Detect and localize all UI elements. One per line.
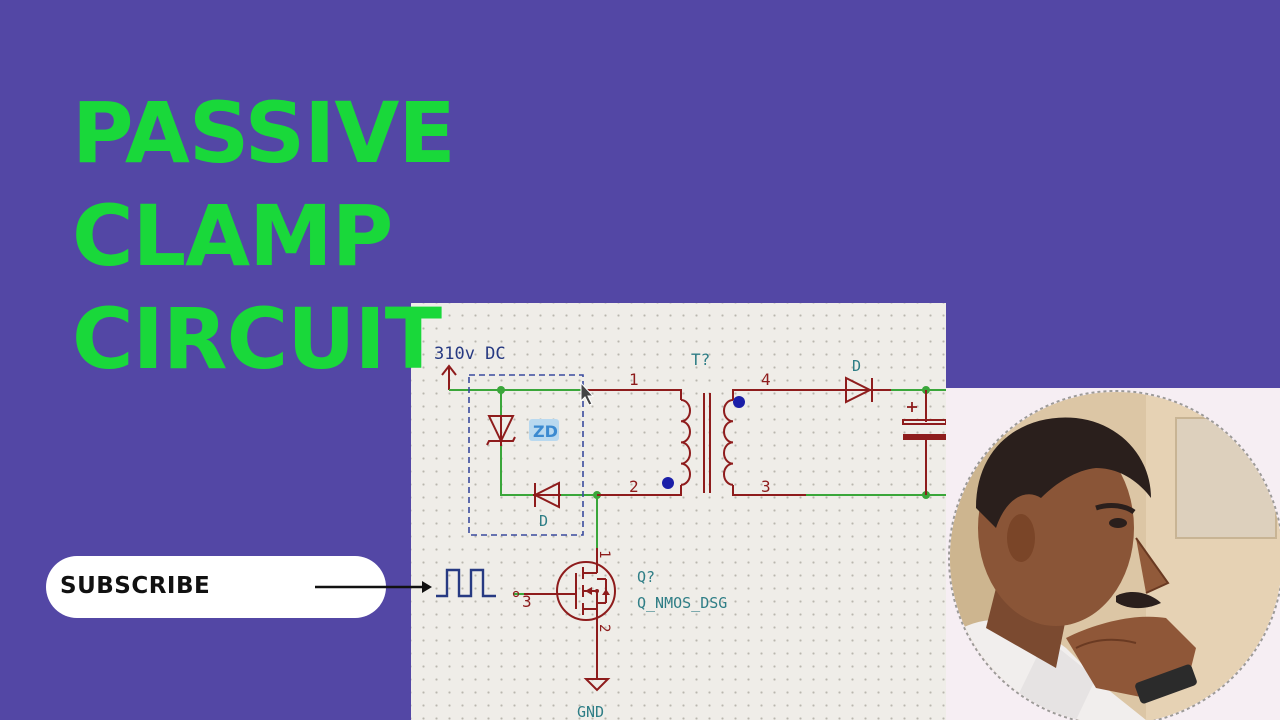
right-arrow-icon — [315, 581, 432, 593]
junction-dots — [497, 386, 930, 499]
title-line-2: CLAMP — [72, 187, 393, 285]
output-diode-label: D — [852, 357, 861, 375]
subscribe-label: SUBSCRIBE — [60, 573, 211, 599]
square-wave-icon — [436, 568, 496, 598]
mosfet-gate-pin: 3 — [522, 592, 532, 611]
zener-diode-icon — [486, 415, 516, 446]
subscribe-button[interactable]: SUBSCRIBE — [46, 556, 432, 618]
output-diode-icon — [836, 376, 873, 404]
title-line-1: PASSIVE — [72, 84, 456, 182]
title-line-3: CIRCUIT — [72, 290, 442, 388]
ground-label: GND — [577, 703, 604, 720]
mosfet-icon — [512, 548, 616, 658]
presenter-photo-panel — [946, 388, 1280, 720]
mosfet-source-pin: 2 — [596, 624, 612, 632]
primary-winding-leads — [582, 389, 682, 496]
ground-icon — [583, 658, 611, 692]
pin-2-label: 2 — [629, 477, 639, 496]
pin-3-label: 3 — [761, 477, 771, 496]
mosfet-ref: Q? — [637, 568, 655, 586]
primary-dot — [662, 477, 674, 489]
video-title: PASSIVE CLAMP CIRCUIT — [72, 82, 456, 391]
pin-1-label: 1 — [629, 370, 639, 389]
clamp-group-box — [468, 374, 584, 536]
clamp-diode-label: D — [539, 512, 548, 530]
secondary-dot — [733, 396, 745, 408]
mosfet-value: Q_NMOS_DSG — [637, 594, 727, 612]
clamp-diode-icon — [532, 481, 561, 509]
zener-highlight — [529, 419, 559, 441]
supply-label: 310v DC — [434, 344, 506, 364]
transformer-icon — [680, 393, 734, 493]
mouse-cursor-icon — [580, 381, 595, 406]
capacitor-icon — [902, 390, 946, 495]
pin-4-label: 4 — [761, 370, 771, 389]
supply-arrow-icon — [441, 364, 457, 390]
mosfet-drain-pin: 1 — [596, 550, 612, 558]
secondary-winding-leads — [732, 389, 891, 496]
presenter-photo — [948, 390, 1280, 720]
schematic-diagram: 310v DC ZD — [411, 303, 946, 720]
transformer-ref: T? — [691, 350, 710, 369]
zener-label: ZD — [533, 422, 558, 441]
